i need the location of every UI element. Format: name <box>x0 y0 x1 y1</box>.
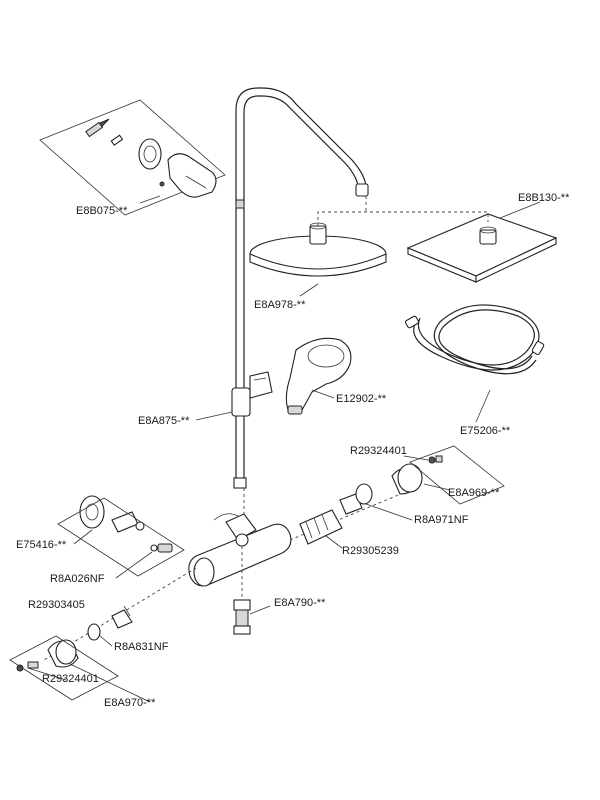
label-cartridge: R29305239 <box>342 545 399 557</box>
label-right-nut: R8A971NF <box>414 514 469 526</box>
label-outlet-elbow: E8A790-** <box>274 597 326 609</box>
label-eccentric: R8A026NF <box>50 573 105 585</box>
label-riser-pipe: E8A875-** <box>138 415 190 427</box>
label-hand-shower: E12902-** <box>336 393 387 405</box>
label-left-cartridge: R29303405 <box>28 599 85 611</box>
label-square-head: E8B130-** <box>518 192 570 204</box>
label-left-nut: R8A831NF <box>114 641 169 653</box>
left-side-parts-drawing <box>16 495 173 672</box>
leader-lines <box>27 195 541 703</box>
label-wall-flange: E75416-** <box>16 539 67 551</box>
right-side-parts-drawing <box>299 455 443 545</box>
label-wall-bracket: E8B075-** <box>76 205 128 217</box>
square-head-drawing <box>406 213 558 283</box>
slider-drawing <box>231 371 273 417</box>
label-hose: E75206-** <box>460 425 511 437</box>
label-left-handle: E8A970-** <box>104 697 156 709</box>
round-head-drawing <box>249 222 387 277</box>
hand-shower-drawing <box>285 337 352 415</box>
riser-pipe-drawing <box>233 87 369 489</box>
label-screw-top: R29324401 <box>350 445 407 457</box>
wall-bracket-drawing <box>39 99 226 216</box>
outlet-elbow-drawing <box>233 599 251 635</box>
hose-drawing <box>404 304 545 375</box>
label-round-head: E8A978-** <box>254 299 306 311</box>
label-right-handle: E8A969-** <box>448 487 500 499</box>
label-screw-bottom: R29324401 <box>42 673 99 685</box>
mixer-body-drawing <box>188 513 292 587</box>
